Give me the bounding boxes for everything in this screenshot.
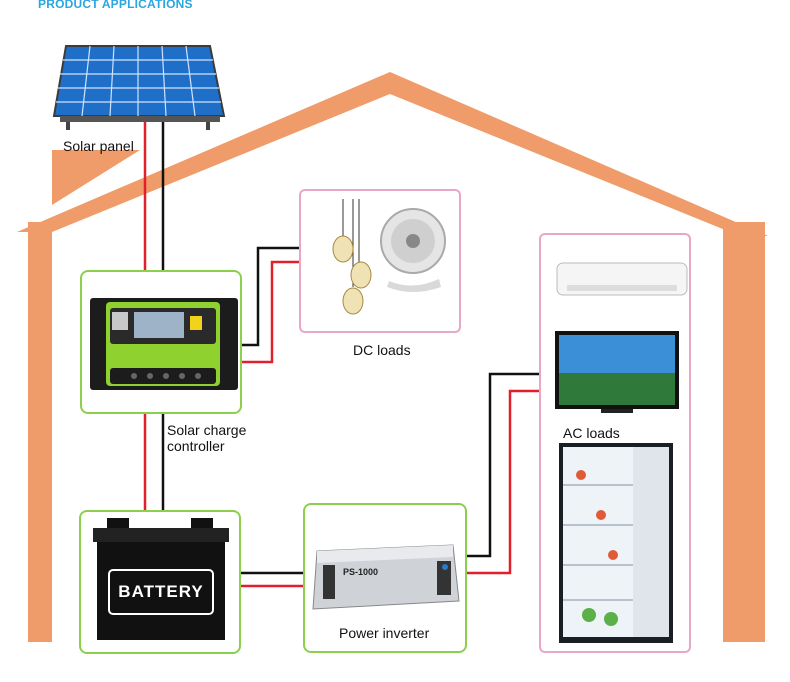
dc-loads-label: DC loads: [353, 342, 411, 358]
dc-loads-icon: [332, 199, 446, 315]
house-outline: [17, 72, 768, 642]
inverter-model-label: PS-1000: [343, 567, 379, 577]
solar-panel-icon: [52, 45, 226, 130]
air-conditioner-icon: [556, 262, 688, 296]
battery-icon: [93, 518, 229, 640]
tv-icon: [555, 331, 679, 413]
charge-controller-label-line1: Solar charge: [167, 422, 247, 438]
ac-loads-icon: [555, 262, 688, 643]
charge-controller-label-line2: controller: [167, 438, 225, 454]
battery-box: BATTERY: [79, 510, 241, 654]
solar-panel-label: Solar panel: [63, 138, 134, 154]
battery-label: BATTERY: [118, 582, 204, 601]
charge-controller-box: [80, 270, 242, 414]
charge-controller-icon: [90, 298, 238, 390]
power-inverter-box: PS-1000 Power inverter: [303, 503, 467, 653]
power-inverter-label: Power inverter: [339, 625, 430, 641]
dc-loads-box: [299, 189, 461, 333]
wires: [143, 118, 555, 588]
page-title: PRODUCT APPLICATIONS: [38, 0, 193, 11]
ac-loads-box: [539, 233, 691, 653]
power-inverter-icon: [312, 544, 460, 610]
charge-controller-label: Solar charge controller: [167, 422, 246, 454]
ac-loads-label: AC loads: [563, 425, 620, 441]
refrigerator-icon: [559, 443, 673, 643]
